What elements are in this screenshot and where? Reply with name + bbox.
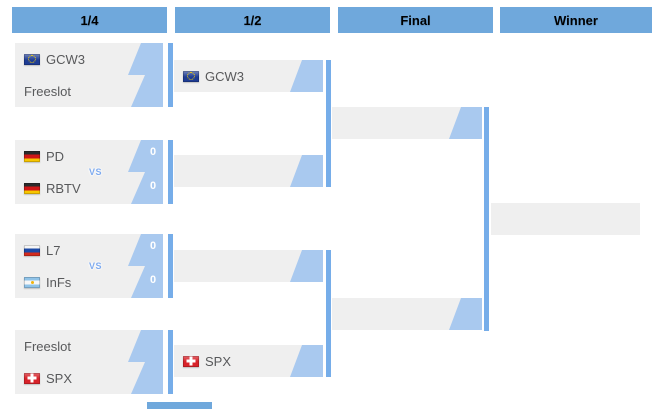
participant-name: Freeslot: [24, 83, 71, 99]
participant-row-qf3-p1[interactable]: L7: [15, 234, 163, 266]
connector-bar-qf2: [168, 140, 173, 204]
connector-bar-qf1: [168, 43, 173, 107]
slot-box-sf1-top[interactable]: GCW3: [174, 60, 323, 92]
participant-row-qf4-p2[interactable]: SPX: [15, 362, 163, 394]
connector-bar-qf3: [168, 234, 173, 298]
participant-row-final-top: [332, 107, 482, 139]
participant-row-qf2-p1[interactable]: PD: [15, 140, 163, 172]
participant-name: PD: [46, 148, 65, 164]
participant-row-sf2-bottom: SPX: [174, 345, 323, 377]
participant-name: RBTV: [46, 180, 81, 196]
participant-row-winner: [491, 203, 640, 235]
column-header-semifinals: 1/2: [175, 7, 330, 33]
match-box-qf4: Freeslot SPX: [15, 330, 163, 394]
participant-row-sf1-top: GCW3: [174, 60, 323, 92]
participant-row-final-bottom: [332, 298, 482, 330]
match-box-qf2: VS 0 0 PD RBTV: [15, 140, 163, 204]
flag-icon-switzerland: [183, 355, 199, 367]
flag-icon-germany: [24, 182, 40, 194]
participant-name: InFs: [46, 274, 72, 290]
score-qf3-p1: 0: [149, 240, 157, 252]
connector-bar-qf4: [168, 330, 173, 394]
vs-label: VS: [89, 261, 103, 271]
slot-box-winner: [491, 203, 640, 235]
flag-icon-eu: [183, 70, 199, 82]
flag-icon-argentina: [24, 276, 40, 288]
connector-bar-sf2: [326, 250, 331, 377]
participant-name: SPX: [46, 370, 73, 386]
score-qf2-p2: 0: [149, 180, 157, 192]
flag-icon-eu: [24, 53, 40, 65]
participant-row-qf1-p2: Freeslot: [15, 75, 163, 107]
slot-box-final-bottom: [332, 298, 482, 330]
participant-row-sf1-bottom: [174, 155, 323, 187]
column-header-quarterfinals: 1/4: [12, 7, 167, 33]
slot-box-sf2-top: [174, 250, 323, 282]
participant-row-qf1-p1[interactable]: GCW3: [15, 43, 163, 75]
participant-row-qf3-p2[interactable]: InFs: [15, 266, 163, 298]
participant-row-sf2-top: [174, 250, 323, 282]
participant-row-qf4-p1: Freeslot: [15, 330, 163, 362]
next-section-header-sliver: [147, 402, 212, 409]
score-qf2-p1: 0: [149, 146, 157, 158]
participant-name: SPX: [205, 353, 232, 369]
participant-row-qf2-p2[interactable]: RBTV: [15, 172, 163, 204]
match-box-qf3: VS 0 0 L7 InFs: [15, 234, 163, 298]
flag-icon-russia: [24, 244, 40, 256]
slot-box-final-top: [332, 107, 482, 139]
participant-name: GCW3: [46, 51, 85, 67]
vs-label: VS: [89, 167, 103, 177]
participant-name: L7: [46, 242, 61, 258]
column-header-final: Final: [338, 7, 493, 33]
flag-icon-switzerland: [24, 372, 40, 384]
participant-name: GCW3: [205, 68, 244, 84]
match-box-qf1: GCW3 Freeslot: [15, 43, 163, 107]
connector-bar-final: [484, 107, 489, 331]
score-qf3-p2: 0: [149, 274, 157, 286]
flag-icon-germany: [24, 150, 40, 162]
participant-name: Freeslot: [24, 338, 71, 354]
slot-box-sf1-bottom: [174, 155, 323, 187]
connector-bar-sf1: [326, 60, 331, 187]
column-header-winner: Winner: [500, 7, 652, 33]
slot-box-sf2-bottom[interactable]: SPX: [174, 345, 323, 377]
